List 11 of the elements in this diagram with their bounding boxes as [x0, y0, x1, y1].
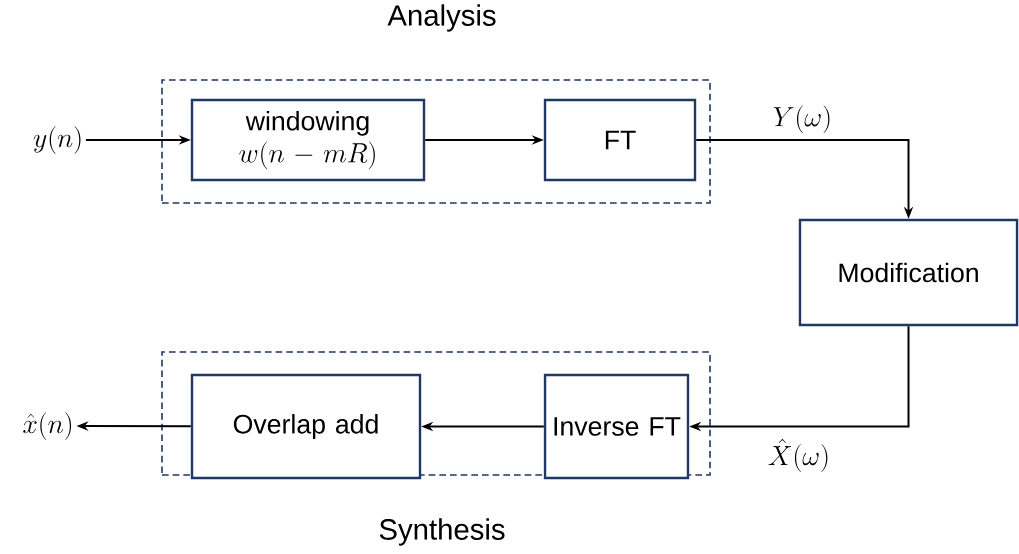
signal-label: $\hat{x}(n)$	[23, 412, 72, 440]
process-box: Overlap add	[190, 373, 422, 480]
node-label: Synthesis	[379, 518, 505, 546]
edge-label: $Y(\omega)$	[771, 104, 834, 135]
process-box: windowing $w(n-mR)$	[190, 98, 426, 182]
process-box: Inverse FT	[543, 373, 690, 480]
process-box: FT	[543, 98, 697, 182]
edge-label: $\hat{X}(\omega)$	[766, 437, 832, 474]
process-box: Modification	[798, 218, 1019, 327]
node-label: Analysis	[387, 4, 496, 32]
signal-label: $y(n)$	[33, 126, 81, 154]
